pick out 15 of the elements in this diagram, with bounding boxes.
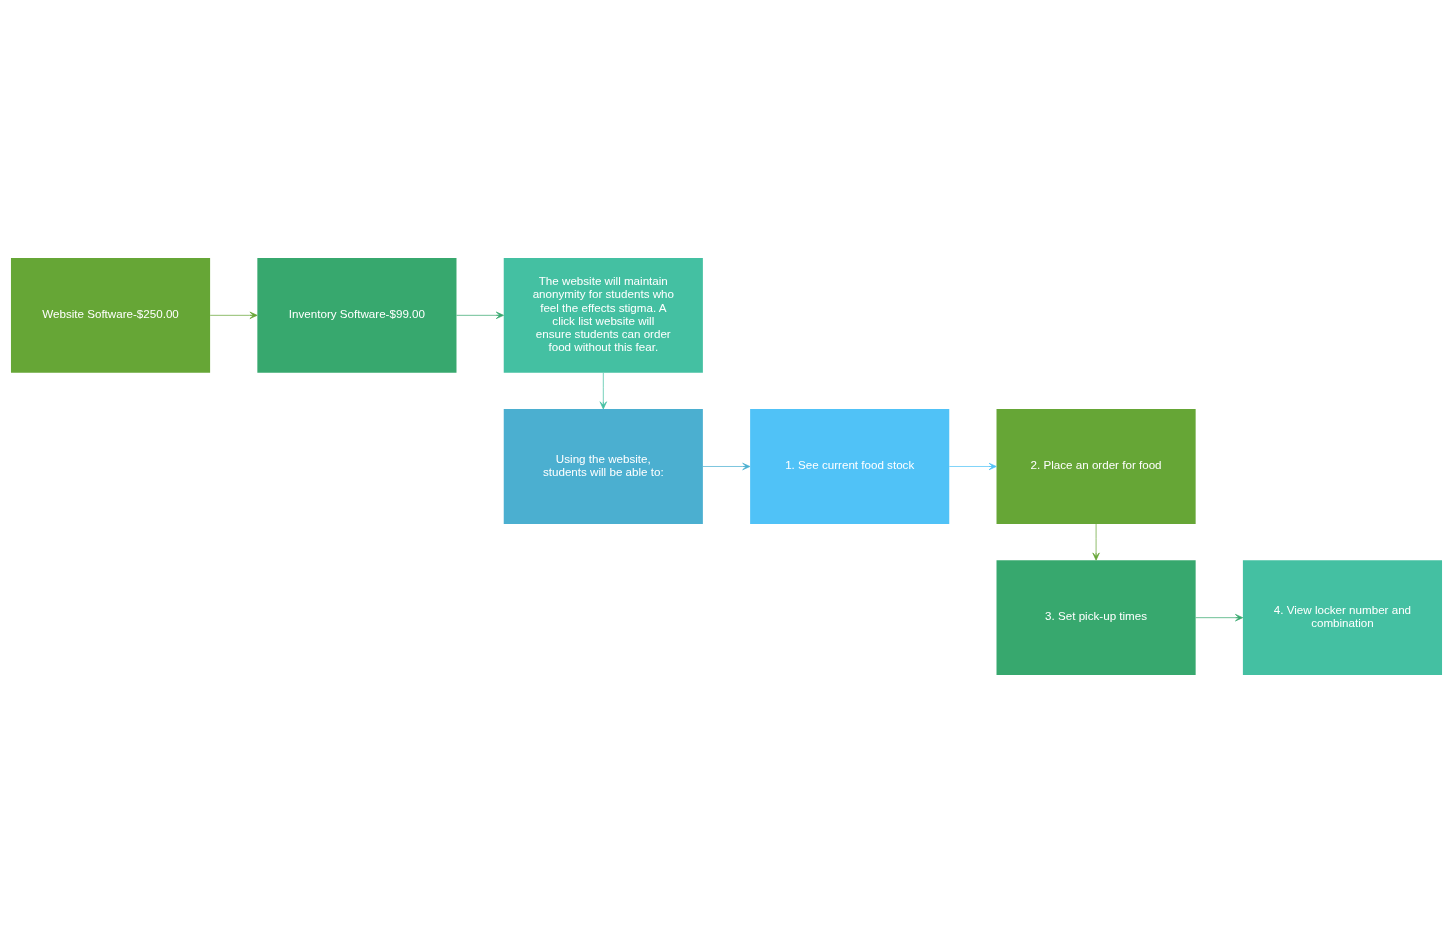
- node-box: Using the website, students will be able to:: [503, 408, 703, 524]
- node-box: The website will maintain anonymity for students who feel the effects stigma. A click list website will ensure students can order food without this fear.: [503, 257, 703, 373]
- node-box: Website Software-$250.00: [10, 257, 211, 373]
- arrow: [948, 462, 997, 470]
- node-box: 4. View locker number and combination: [1242, 559, 1443, 675]
- arrow: [599, 372, 607, 409]
- node-box: 2. Place an order for food: [996, 408, 1196, 524]
- arrow: [702, 462, 751, 470]
- arrow: [209, 311, 258, 319]
- arrow: [1092, 523, 1100, 561]
- node-box: 1. See current food stock: [750, 408, 950, 524]
- node-box: 3. Set pick-up times: [996, 559, 1196, 675]
- arrow: [1195, 613, 1244, 621]
- arrow: [456, 311, 504, 319]
- node-box: Inventory Software-$99.00: [257, 257, 457, 373]
